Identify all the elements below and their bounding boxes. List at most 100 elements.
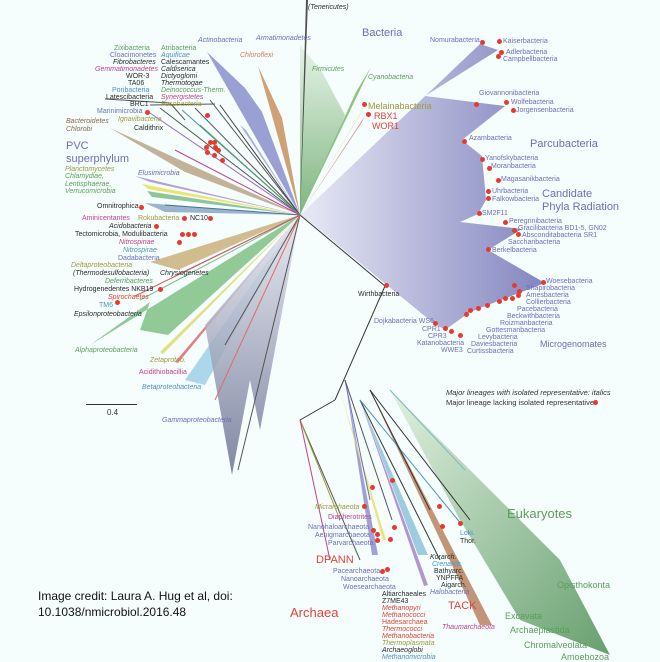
- taxon-label-tectomicrobia-modulibacteria: Tectomicrobia, Modulibacteria: [75, 231, 168, 238]
- taxon-label-bacteria: Bacteria: [362, 27, 403, 39]
- alphaproteobacteria-clade: [90, 215, 300, 345]
- taxon-label-chromalveolata: Chromalveolata: [524, 640, 588, 650]
- uncultivated-lineage-dot-icon: [458, 333, 463, 338]
- tree-branch: [149, 103, 216, 106]
- zetaproteo-clade: [160, 215, 300, 354]
- taxon-label-woesearchaeota: Woesearchaeota: [343, 584, 396, 591]
- taxon-label-ta06: TA06: [128, 80, 145, 87]
- taxon-label-microgenomates: Microgenomates: [540, 339, 607, 349]
- taxon-label-aminicentantes: Aminicentantes: [82, 215, 130, 222]
- tack-clade: [370, 390, 492, 625]
- uncultivated-lineage-dot-icon: [443, 326, 448, 331]
- uncultivated-lineage-dot-icon: [464, 312, 469, 317]
- taxon-label-melainabacteria: Melainabacteria: [368, 101, 432, 111]
- pvc-green-clade: [147, 191, 300, 215]
- taxon-label-deferribacteres: Deferribacteres: [105, 278, 153, 285]
- firmicutes-clade: [300, 45, 345, 215]
- taxon-label-aigarch: Aigarch.: [441, 582, 467, 589]
- uncultivated-lineage-dot-icon: [362, 504, 367, 509]
- uncultivated-lineage-dot-icon: [511, 108, 516, 113]
- taxon-label-giovannonibacteria: Giovannonibacteria: [479, 90, 540, 97]
- uncultivated-lineage-dot-icon: [499, 50, 504, 55]
- taxon-label-deltaproteobacteria: Deltaproteobacteria: [71, 262, 133, 269]
- taxon-label-armatimonadetes: Armatimonadetes: [256, 35, 311, 42]
- taxon-label-acidobacteria: Acidobacteria: [109, 223, 152, 230]
- uncultivated-lineage-dot-icon: [468, 308, 473, 313]
- taxon-label-methanobacteria: Methanobacteria: [382, 633, 435, 640]
- taxon-label-wolfebacteria: Wolfebacteria: [511, 99, 554, 106]
- taxon-label-pacebacteria: Pacebacteria: [517, 306, 558, 313]
- taxon-label-excavata: Excavata: [505, 611, 543, 621]
- taxon-label-korarch: Korarch.: [430, 554, 457, 561]
- tree-branch: [237, 214, 301, 471]
- taxon-label-omnitrophica: Omnitrophica: [97, 203, 139, 210]
- tree-branch: [139, 214, 301, 301]
- tree-branch: [389, 389, 466, 471]
- uncultivated-lineage-dot-icon: [458, 521, 463, 526]
- taxon-label-woesebacteria: Woesebacteria: [546, 278, 593, 285]
- taxon-label-firmicutes: Firmicutes: [312, 66, 345, 73]
- uncultivated-lineage-dot-icon: [512, 228, 517, 233]
- taxon-label-hydrogenedentes-nkb19: Hydrogenedentes NKB19: [74, 286, 154, 293]
- uncultivated-lineage-dot-icon: [220, 158, 225, 163]
- taxon-label-synergistetes: Synergistetes: [161, 94, 204, 101]
- taxon-label-thermodesulfobacteria: (Thermodesulfobacteria): [73, 270, 150, 277]
- uncultivated-lineage-dot-icon: [487, 166, 492, 171]
- credit-line-1: Image credit: Laura A. Hug et al, doi:: [38, 589, 233, 603]
- uncultivated-lineage-dot-icon: [208, 140, 213, 145]
- taxon-label-tm6: TM6: [99, 302, 113, 309]
- tree-branch: [224, 214, 301, 346]
- tree-branch: [344, 379, 393, 521]
- tree-branch: [369, 389, 471, 521]
- taxon-label-spirochaetes: Spirochaetes: [108, 294, 149, 301]
- uncultivated-lineage-dot-icon: [204, 145, 209, 150]
- tree-branch: [164, 204, 301, 216]
- taxon-label-archaeoglobi: Archaeoglobi: [382, 647, 423, 654]
- taxon-label-archaea: Archaea: [290, 605, 339, 620]
- uncultivated-lineage-dot-icon: [510, 296, 515, 301]
- taxon-label-thermococci: Thermococci: [382, 626, 423, 633]
- taxon-label-amoebozoa: Amoebozoa: [561, 652, 610, 662]
- taxon-label-calescamantes: Calescamantes: [161, 59, 210, 66]
- tree-branch: [299, 214, 386, 287]
- uncultivated-lineage-dot-icon: [205, 150, 210, 155]
- taxon-label-beckwithbacteria: Beckwithbacteria: [507, 313, 560, 320]
- taxon-label-absconditabacteria-sr1: Absconditabacteria SR1: [522, 232, 598, 239]
- uncultivated-lineage-dot-icon: [145, 110, 150, 115]
- uncultivated-lineage-dot-icon: [390, 478, 395, 483]
- taxon-label-pvc: PVC: [66, 140, 89, 152]
- uncultivated-lineage-dot-icon: [212, 140, 217, 145]
- taxon-label-gammaproteobacteria: Gammaproteobacteria: [162, 417, 232, 424]
- uncultivated-lineage-dot-icon: [212, 153, 217, 158]
- taxon-label-gottesmanbacteria: Gottesmanbacteria: [486, 327, 546, 334]
- uncultivated-lineage-dot-icon: [497, 39, 502, 44]
- actinobacteria-clade: [207, 52, 300, 215]
- tree-branch: [194, 107, 301, 216]
- taxon-label-chlorobi: Chlorobi: [66, 126, 93, 133]
- taxon-label-daviesbacteria: Daviesbacteria: [471, 341, 518, 348]
- tree-branch: [359, 399, 441, 561]
- tree-branch: [104, 98, 171, 104]
- taxon-label-roizmanbacteria: Roizmanbacteria: [500, 320, 553, 327]
- taxon-label-poribacteria: Poribacteria: [112, 87, 150, 94]
- uncultivated-lineage-dot-icon: [154, 224, 159, 229]
- taxon-label-collierbacteria: Collierbacteria: [526, 299, 571, 306]
- taxon-label-candidate: Candidate: [542, 188, 593, 200]
- uncultivated-lineage-dot-icon: [213, 145, 218, 150]
- uncultivated-lineage-dot-icon: [503, 296, 508, 301]
- chloroflexi-clade: [258, 66, 300, 215]
- tree-branch: [214, 214, 301, 401]
- taxon-label-opisthokonta: Opisthokonta: [557, 580, 611, 590]
- uncultivated-lineage-dot-icon: [477, 211, 482, 216]
- taxon-label-superphylum: superphylum: [66, 153, 129, 165]
- elusimicrobia-clade: [135, 176, 300, 215]
- taxon-label-rbx1: RBX1: [374, 111, 398, 121]
- uncultivated-lineage-dot-icon: [182, 216, 187, 221]
- taxon-label-alphaproteobacteria: Alphaproteobacteria: [75, 347, 138, 354]
- tree-branch: [209, 99, 301, 216]
- legend-dot-icon: [593, 400, 598, 405]
- uncultivated-lineage-dot-icon: [177, 240, 182, 245]
- tree-branch: [159, 107, 301, 216]
- taxon-label-moranbacteria: Moranbacteria: [491, 163, 536, 170]
- uncultivated-lineage-dot-icon: [496, 54, 501, 59]
